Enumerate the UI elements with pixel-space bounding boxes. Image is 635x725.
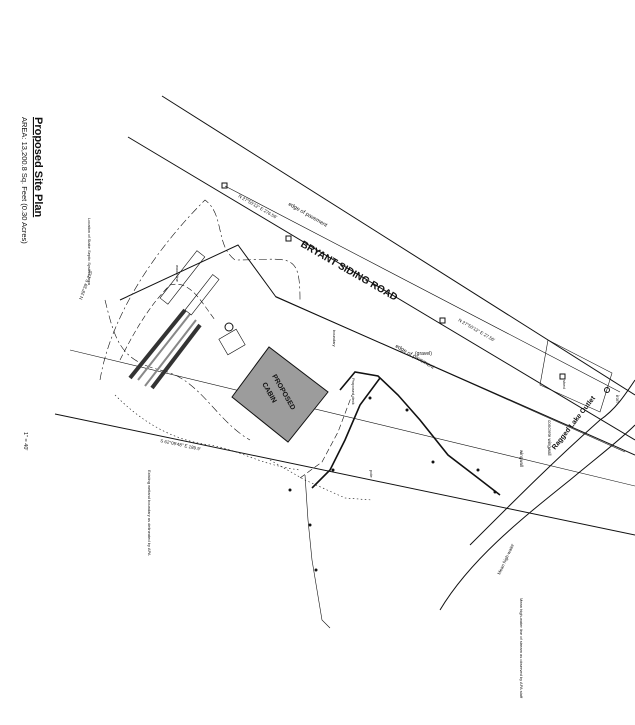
stream-bank-west [469, 379, 635, 546]
note-septic: Location of Stake Septic System Area [87, 218, 92, 286]
note-deck: Proposed deck [351, 378, 356, 405]
septic-box [218, 328, 246, 356]
road-edge-north [161, 95, 635, 396]
edge-of-pavement-north [224, 185, 621, 393]
note-shed: shed [562, 380, 567, 389]
stake-markers [288, 396, 497, 494]
gravel-label: (gravel) [415, 351, 432, 357]
proposed-cabin: PROPOSED CABIN [231, 346, 329, 443]
shed [539, 339, 613, 413]
utility-pole [314, 568, 318, 572]
drive-turnaround [269, 459, 373, 501]
iron-label: iron [615, 395, 620, 403]
note-boundary: boundary [332, 330, 337, 347]
high-water-note: Mean high-water line of stream as observ… [519, 598, 524, 699]
wetland-boundary-south [114, 394, 301, 471]
septic-tank [224, 322, 234, 332]
survey-marker [439, 317, 446, 324]
survey-marker [285, 235, 292, 242]
concrete-wingwall-label: concrete wingwall [547, 420, 552, 456]
wingwall-label: wingwall [519, 450, 524, 467]
note-pole: pole [369, 470, 374, 478]
plan-scale: 1" = 40' [22, 432, 28, 450]
driveway-centerline [299, 394, 353, 479]
wetland-boundary-inner [104, 299, 251, 441]
plan-title: Proposed Site Plan [32, 117, 44, 218]
survey-marker [221, 182, 228, 189]
stream-bank-east [439, 424, 635, 611]
driveway-edge-1 [339, 371, 501, 496]
driveway-edge-2 [311, 377, 381, 489]
title-block: Proposed Site Plan AREA: 13,200.8 Sq. Fe… [20, 117, 44, 244]
plan-area: AREA: 13,200.8 Sq. Feet (0.30 Acres) [20, 117, 29, 244]
property-line-north [119, 244, 635, 456]
septic-leach-field [128, 250, 220, 390]
note-wood-line: wood line [175, 265, 180, 283]
property-line-south [54, 413, 635, 536]
note-wetland: Existing wetland boundary as delineated … [147, 470, 152, 556]
utility-pole [308, 523, 312, 527]
survey-marker [559, 373, 566, 380]
utility-line [304, 474, 331, 629]
iron-pin-marker [604, 387, 610, 393]
